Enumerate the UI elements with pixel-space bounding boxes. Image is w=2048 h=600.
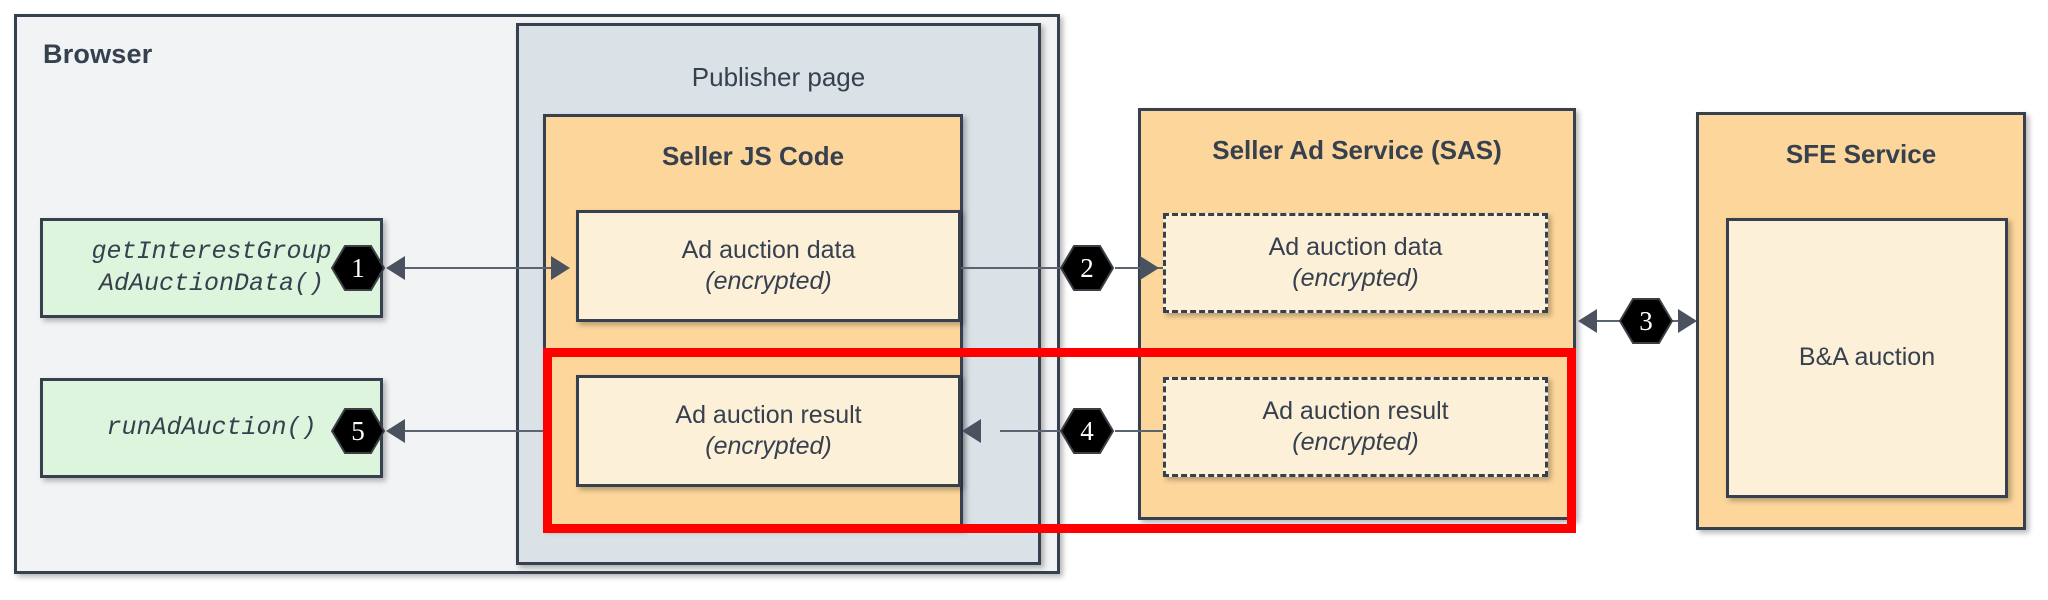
- seller-js-code-label: Seller JS Code: [661, 141, 845, 171]
- seller-js-ad-auction-result-box: Ad auction result (encrypted): [576, 375, 961, 487]
- connector-4-line-left: [1000, 430, 1061, 432]
- step-badge-2: 2: [1060, 244, 1114, 292]
- step-badge-2-number: 2: [1080, 252, 1094, 283]
- connector-1-arrowhead-left: [386, 256, 405, 280]
- sas-ad-auction-result-title: Ad auction result: [1262, 396, 1449, 425]
- connector-2-line-right: [1115, 267, 1163, 269]
- connector-5-line-right: [480, 430, 552, 432]
- step-badge-4: 4: [1060, 407, 1114, 455]
- connector-1-line-right: [480, 267, 552, 269]
- connector-3-line-left: [1596, 320, 1636, 322]
- seller-js-ad-auction-data-subtitle: (encrypted): [705, 267, 832, 295]
- step-badge-3-number: 3: [1639, 305, 1653, 336]
- step-badge-5-number: 5: [351, 415, 365, 446]
- sas-ad-auction-data-subtitle: (encrypted): [1292, 264, 1419, 292]
- connector-3-line-right: [1655, 320, 1695, 322]
- connector-5-line-left: [404, 430, 480, 432]
- browser-label: Browser: [43, 39, 153, 69]
- sas-ad-auction-data-box: Ad auction data (encrypted): [1163, 213, 1548, 313]
- sas-ad-auction-result-box: Ad auction result (encrypted): [1163, 377, 1548, 477]
- sas-ad-auction-data-title: Ad auction data: [1268, 232, 1443, 261]
- publisher-page-label: Publisher page: [691, 62, 866, 92]
- step-badge-1-number: 1: [351, 252, 365, 283]
- connector-2-line-left: [961, 267, 1061, 269]
- connector-3-arrowhead-right: [1678, 309, 1697, 333]
- connector-3-arrowhead-left: [1578, 309, 1597, 333]
- seller-js-ad-auction-result-subtitle: (encrypted): [705, 432, 832, 460]
- seller-js-ad-auction-data-box: Ad auction data (encrypted): [576, 210, 961, 322]
- sfe-ba-auction-title: B&A auction: [1798, 343, 1936, 372]
- connector-4-arrowhead: [962, 419, 981, 443]
- step-badge-1: 1: [331, 244, 385, 292]
- connector-2-arrowhead: [1140, 256, 1159, 280]
- connector-1-line-left: [404, 267, 480, 269]
- connector-5-arrowhead: [386, 419, 405, 443]
- sfe-service-label: SFE Service: [1785, 139, 1937, 169]
- step-badge-3: 3: [1619, 297, 1673, 345]
- sas-ad-auction-result-subtitle: (encrypted): [1292, 428, 1419, 456]
- api-label-run-ad-auction: runAdAuction(): [106, 413, 317, 442]
- api-label-get-interest-group-ad-auction-data: getInterestGroup AdAuctionData(): [91, 237, 332, 298]
- api-box-get-interest-group-ad-auction-data: getInterestGroup AdAuctionData(): [40, 218, 383, 318]
- step-badge-5: 5: [331, 407, 385, 455]
- step-badge-4-number: 4: [1080, 415, 1094, 446]
- seller-js-ad-auction-data-title: Ad auction data: [681, 235, 856, 264]
- connector-1-arrowhead-right: [551, 256, 570, 280]
- connector-4-line-right: [1115, 430, 1163, 432]
- sfe-ba-auction-box: B&A auction: [1726, 218, 2008, 498]
- seller-ad-service-label: Seller Ad Service (SAS): [1212, 135, 1502, 165]
- seller-js-ad-auction-result-title: Ad auction result: [675, 400, 862, 429]
